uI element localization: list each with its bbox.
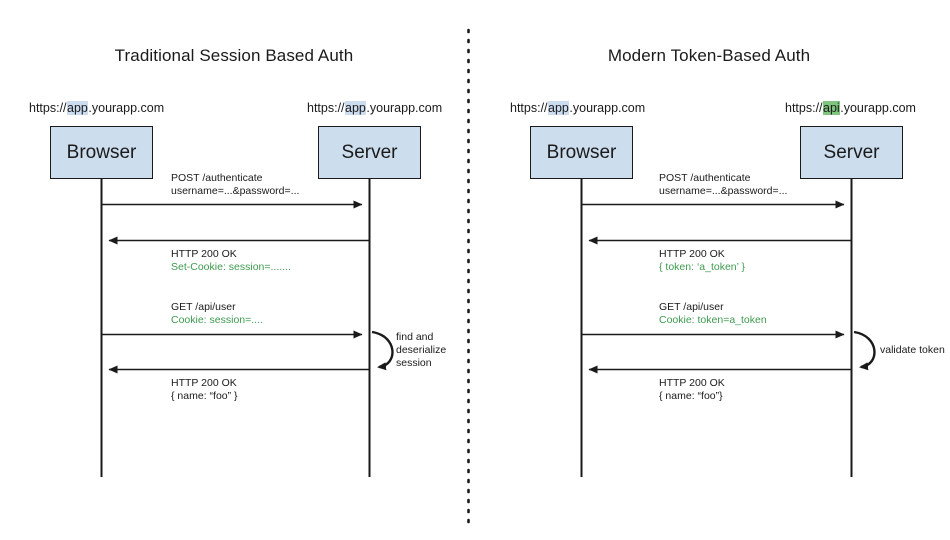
message-line-2: username=...&password=...	[171, 185, 300, 197]
url-prefix: https://	[307, 101, 345, 115]
panel-traditional-session: Traditional Session Based Auth https://a…	[0, 0, 468, 540]
url-label-browser-right: https://app.yourapp.com	[510, 101, 645, 116]
panel-modern-token: Modern Token-Based Auth https://app.your…	[468, 0, 950, 540]
actor-label: Server	[823, 141, 880, 163]
self-call-label-left: find and deserialize session	[396, 331, 446, 370]
url-highlight-api: api	[822, 101, 841, 115]
self-call-line-1: find and	[396, 331, 434, 343]
message-line-2: Cookie: session=....	[171, 314, 263, 326]
actor-box-browser-right[interactable]: Browser	[530, 126, 633, 179]
url-suffix: .yourapp.com	[569, 101, 646, 115]
message-line-1: POST /authenticate	[171, 172, 263, 184]
message-label-left-1: POST /authenticate username=...&password…	[171, 172, 299, 198]
message-line-1: HTTP 200 OK	[171, 248, 237, 260]
message-label-right-3: GET /api/user Cookie: token=a_token	[659, 301, 767, 327]
url-prefix: https://	[510, 101, 548, 115]
message-line-2: { name: “foo”}	[659, 390, 723, 402]
message-line-1: HTTP 200 OK	[171, 377, 237, 389]
actor-label: Server	[341, 141, 398, 163]
message-label-left-3: GET /api/user Cookie: session=....	[171, 301, 263, 327]
message-line-2: username=...&password=...	[659, 185, 788, 197]
diagram-title-left: Traditional Session Based Auth	[114, 46, 354, 65]
message-label-left-4: HTTP 200 OK { name: “foo” }	[171, 377, 238, 403]
url-prefix: https://	[29, 101, 67, 115]
message-label-right-1: POST /authenticate username=...&password…	[659, 172, 787, 198]
message-line-2: { token: ‘a_token’ }	[659, 261, 746, 273]
actor-label: Browser	[66, 141, 137, 163]
diagram-title-right: Modern Token-Based Auth	[607, 46, 811, 65]
self-call-line-2: deserialize	[396, 344, 447, 356]
url-suffix: .yourapp.com	[88, 101, 165, 115]
self-call-line-3: session	[396, 357, 432, 369]
url-label-server-left: https://app.yourapp.com	[307, 101, 442, 116]
message-line-2: { name: “foo” }	[171, 390, 238, 402]
message-line-2: Set-Cookie: session=.......	[171, 261, 291, 273]
url-highlight-app: app	[344, 101, 367, 115]
url-label-browser-left: https://app.yourapp.com	[29, 101, 164, 116]
actor-box-server-left[interactable]: Server	[318, 126, 421, 179]
message-line-1: GET /api/user	[659, 301, 724, 313]
message-line-2: Cookie: token=a_token	[659, 314, 767, 326]
message-label-left-2: HTTP 200 OK Set-Cookie: session=.......	[171, 248, 291, 274]
self-call-line-1: validate token	[880, 344, 945, 356]
actor-label: Browser	[546, 141, 617, 163]
self-call-label-right: validate token	[880, 344, 945, 357]
url-label-server-right: https://api.yourapp.com	[785, 101, 916, 116]
actor-box-browser-left[interactable]: Browser	[50, 126, 153, 179]
message-line-1: POST /authenticate	[659, 172, 751, 184]
message-label-right-4: HTTP 200 OK { name: “foo”}	[659, 377, 725, 403]
message-label-right-2: HTTP 200 OK { token: ‘a_token’ }	[659, 248, 745, 274]
url-highlight-app: app	[66, 101, 89, 115]
url-highlight-app: app	[547, 101, 570, 115]
message-line-1: HTTP 200 OK	[659, 248, 725, 260]
url-prefix: https://	[785, 101, 823, 115]
url-suffix: .yourapp.com	[840, 101, 916, 115]
message-line-1: GET /api/user	[171, 301, 236, 313]
actor-box-server-right[interactable]: Server	[800, 126, 903, 179]
message-line-1: HTTP 200 OK	[659, 377, 725, 389]
url-suffix: .yourapp.com	[366, 101, 443, 115]
